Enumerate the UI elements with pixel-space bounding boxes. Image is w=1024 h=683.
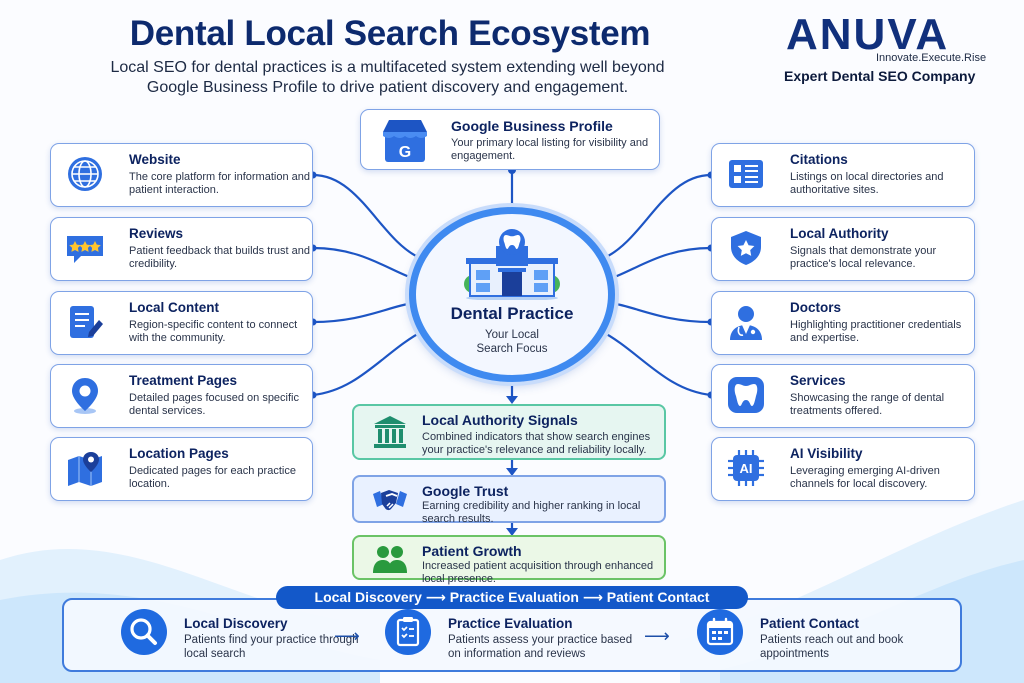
star-rating-icon xyxy=(67,236,103,263)
clipboard-check-icon xyxy=(385,609,431,655)
card-local-authority: Local Authority Signals that demonstrate… xyxy=(711,217,975,281)
card-description: Leveraging emerging AI-driven channels f… xyxy=(790,465,940,490)
page-subtitle: Local SEO for dental practices is a mult… xyxy=(60,58,715,98)
logo-company-name: Expert Dental SEO Company xyxy=(784,68,976,84)
card-reviews: Reviews Patient feedback that builds tru… xyxy=(50,217,313,281)
card-title: Location Pages xyxy=(129,446,229,461)
flow-local-authority-signals: Local Authority Signals Combined indicat… xyxy=(352,404,666,460)
card-title: Google Business Profile xyxy=(451,118,613,134)
journey-step-local-discovery: Local Discovery Patients find your pract… xyxy=(120,608,359,664)
logo-tagline: Innovate.Execute.Rise xyxy=(876,52,987,64)
card-description: Region-specific content to connect with … xyxy=(129,319,298,344)
patient-journey-panel: Local Discovery Patients find your pract… xyxy=(62,598,962,672)
card-title: Local Content xyxy=(129,300,219,315)
card-google-business-profile: G Google Business Profile Your primary l… xyxy=(360,109,660,170)
flow-description: Increased patient acquisition through en… xyxy=(422,560,654,585)
directory-list-icon xyxy=(729,160,763,188)
journey-step-patient-contact: Patient Contact Patients reach out and b… xyxy=(696,608,926,664)
card-local-content: Local Content Region-specific content to… xyxy=(50,291,313,355)
card-description: The core platform for information and pa… xyxy=(129,171,310,196)
flow-description: Earning credibility and higher ranking i… xyxy=(422,500,641,525)
center-subtitle-line-1: Your Local xyxy=(485,329,539,341)
doctor-icon xyxy=(730,306,762,340)
card-description: Signals that demonstrate your practice's… xyxy=(790,245,937,270)
journey-step-practice-evaluation: Practice Evaluation Patients assess your… xyxy=(384,608,654,664)
center-dental-practice: Dental Practice Your Local Search Focus xyxy=(409,207,615,382)
step-description: Patients assess your practice based on i… xyxy=(448,634,633,660)
page-title: Dental Local Search Ecosystem xyxy=(129,14,651,53)
flow-description: Combined indicators that show search eng… xyxy=(422,431,651,456)
flow-title: Google Trust xyxy=(422,483,509,499)
subtitle-line-2: Google Business Profile to drive patient… xyxy=(146,79,629,96)
subtitle-line-1: Local SEO for dental practices is a mult… xyxy=(110,59,665,76)
flow-title: Patient Growth xyxy=(422,543,522,559)
institution-icon xyxy=(374,416,406,448)
card-description: Highlighting practitioner credentials an… xyxy=(790,319,962,344)
card-location-pages: Location Pages Dedicated pages for each … xyxy=(50,437,313,501)
card-treatment-pages: Treatment Pages Detailed pages focused o… xyxy=(50,364,313,428)
card-title: Treatment Pages xyxy=(129,373,238,388)
logo-wordmark: ANUVA xyxy=(786,10,950,59)
center-title: Dental Practice xyxy=(450,304,574,323)
card-title: AI Visibility xyxy=(790,446,863,461)
center-subtitle-line-2: Search Focus xyxy=(476,343,548,355)
card-title: Services xyxy=(790,373,846,388)
card-title: Citations xyxy=(790,152,848,167)
dental-clinic-building-icon xyxy=(464,229,560,300)
step-title: Practice Evaluation xyxy=(448,616,573,631)
flow-google-trust: Google Trust Earning credibility and hig… xyxy=(352,475,666,525)
flow-title: Local Authority Signals xyxy=(422,412,578,428)
google-business-icon: G xyxy=(383,120,427,162)
card-website: Website The core platform for informatio… xyxy=(50,143,313,207)
location-pin-icon xyxy=(72,378,98,414)
card-description: Detailed pages focused on specific denta… xyxy=(129,392,299,417)
card-description: Dedicated pages for each practice locati… xyxy=(129,465,296,490)
step-title: Patient Contact xyxy=(760,616,860,631)
svg-text:G: G xyxy=(399,144,411,161)
card-citations: Citations Listings on local directories … xyxy=(711,143,975,207)
handshake-icon xyxy=(373,490,407,511)
step-description: Patients find your practice through loca… xyxy=(184,634,359,660)
card-description: Patient feedback that builds trust and c… xyxy=(129,245,311,270)
globe-icon xyxy=(68,157,102,191)
arrow-right-icon: ⟶ xyxy=(334,626,360,646)
step-title: Local Discovery xyxy=(184,616,288,631)
card-description: Showcasing the range of dental treatment… xyxy=(790,392,945,417)
card-description: Your primary local listing for visibilit… xyxy=(451,137,649,162)
tooth-icon xyxy=(728,377,764,413)
document-edit-icon xyxy=(70,306,103,338)
company-logo[interactable]: ANUVA Innovate.Execute.Rise Expert Denta… xyxy=(780,8,990,88)
magnifier-icon xyxy=(121,609,167,655)
card-services: Services Showcasing the range of dental … xyxy=(711,364,975,428)
calendar-icon xyxy=(697,609,743,655)
card-ai-visibility: AI AI Visibility Leveraging emerging AI-… xyxy=(711,437,975,501)
card-doctors: Doctors Highlighting practitioner creden… xyxy=(711,291,975,355)
center-subtitle: Your Local Search Focus xyxy=(416,328,608,356)
svg-text:AI: AI xyxy=(740,461,753,476)
journey-banner: Local Discovery ⟶ Practice Evaluation ⟶ … xyxy=(276,586,748,609)
card-title: Local Authority xyxy=(790,226,889,241)
card-title: Doctors xyxy=(790,300,842,315)
card-title: Website xyxy=(129,152,181,167)
flow-patient-growth: Patient Growth Increased patient acquisi… xyxy=(352,535,666,585)
card-description: Listings on local directories and author… xyxy=(790,171,944,196)
shield-star-icon xyxy=(731,231,761,265)
step-description: Patients reach out and book appointments xyxy=(760,634,904,660)
ai-chip-icon: AI xyxy=(728,450,764,486)
map-icon xyxy=(68,452,102,486)
card-title: Reviews xyxy=(129,226,184,241)
people-icon xyxy=(373,546,407,573)
arrow-right-icon: ⟶ xyxy=(644,626,670,646)
